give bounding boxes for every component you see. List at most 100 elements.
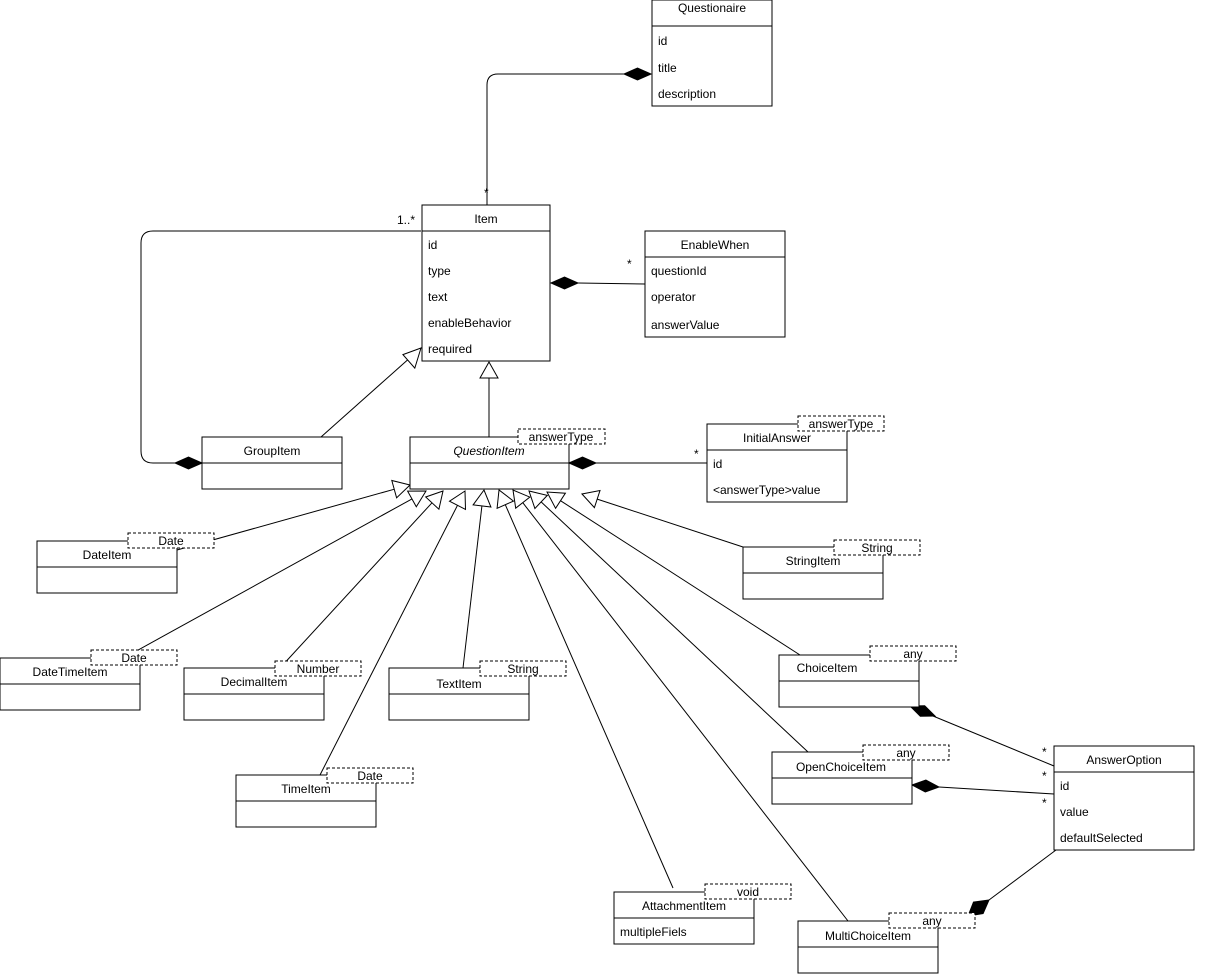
- attribute-id: id: [428, 238, 437, 252]
- choice-item-answer-option-composition: [932, 715, 1055, 767]
- class-name: EnableWhen: [681, 238, 750, 252]
- class-name: DateTimeItem: [33, 665, 108, 679]
- composition-diamond-choice-item: [908, 705, 937, 717]
- class-attachment-item[interactable]: AttachmentItem multipleFiels void: [613, 883, 792, 945]
- composition-diamond-open-choice-item: [910, 779, 941, 793]
- string-item-generalization: [597, 498, 744, 548]
- multi-choice-item-answer-option-composition: [988, 849, 1057, 901]
- class-enable-when[interactable]: EnableWhen questionId operator answerVal…: [644, 230, 786, 338]
- class-box: [706, 423, 848, 503]
- multi-choice-item-generalization: [522, 502, 849, 922]
- attribute-default-selected: defaultSelected: [1060, 831, 1143, 845]
- class-answer-option[interactable]: AnswerOption id value defaultSelected: [1053, 745, 1195, 851]
- class-name: GroupItem: [244, 444, 301, 458]
- template-parameter: String: [507, 662, 538, 676]
- multiplicity-initial-answer: *: [694, 447, 699, 461]
- group-item-children-composition: [140, 230, 421, 464]
- attribute-enable-behavior: enableBehavior: [428, 316, 511, 330]
- class-name: DecimalItem: [221, 675, 288, 689]
- item-questionaire-composition: [486, 73, 624, 205]
- class-question-item[interactable]: QuestionItem answerType: [409, 428, 606, 490]
- generalization-arrow-date-time-item: [406, 490, 427, 508]
- template-parameter-box: [869, 645, 957, 662]
- attribute-value: value: [1060, 805, 1089, 819]
- class-date-item[interactable]: DateItem Date: [36, 532, 215, 594]
- composition-diamond-initial-answer: [567, 456, 598, 470]
- class-name: MultiChoiceItem: [825, 929, 911, 943]
- attribute-question-id: questionId: [651, 264, 706, 278]
- template-parameter: any: [922, 914, 941, 928]
- multiplicity-answer-option-open-2: *: [1042, 796, 1047, 810]
- template-parameter: answerType: [809, 417, 874, 431]
- attribute-id: id: [1060, 779, 1069, 793]
- multiplicity-answer-option-choice: *: [1042, 745, 1047, 759]
- class-name: QuestionItem: [453, 444, 524, 458]
- template-parameter-box: [90, 649, 178, 666]
- class-name: DateItem: [83, 548, 132, 562]
- enable-when-composition: [577, 282, 646, 285]
- template-parameter-box: [704, 883, 792, 900]
- group-item-generalization: [320, 355, 413, 438]
- template-parameter: Date: [357, 769, 383, 783]
- template-parameter: answerType: [529, 430, 594, 444]
- attribute-multiple-fiels: multipleFiels: [620, 925, 687, 939]
- class-open-choice-item[interactable]: OpenChoiceItem any: [771, 744, 950, 805]
- attribute-id: id: [658, 34, 667, 48]
- decimal-item-generalization: [279, 502, 433, 669]
- class-name: TimeItem: [281, 782, 331, 796]
- template-parameter: any: [903, 647, 922, 661]
- attribute-text: text: [428, 290, 448, 304]
- attribute-title: title: [658, 61, 677, 75]
- class-name: ChoiceItem: [797, 661, 858, 675]
- template-parameter-box: [833, 539, 921, 556]
- generalization-arrow-choice-item: [546, 491, 567, 510]
- class-name: InitialAnswer: [743, 431, 811, 445]
- composition-diamond-multi-choice-item: [967, 899, 990, 917]
- generalization-arrow-attachment-item: [496, 489, 515, 510]
- class-name: AnswerOption: [1086, 753, 1161, 767]
- multiplicity-labels: * 1..* * * * * *: [397, 186, 1047, 810]
- class-multi-choice-item[interactable]: MultiChoiceItem any: [797, 912, 976, 974]
- attribute-required: required: [428, 342, 472, 356]
- class-questionaire[interactable]: Questionaire id title description: [651, 0, 773, 107]
- class-date-time-item[interactable]: DateTimeItem Date: [0, 649, 178, 711]
- text-item-generalization: [462, 505, 483, 669]
- class-name: OpenChoiceItem: [796, 760, 886, 774]
- attribute-description: description: [658, 87, 716, 101]
- class-choice-item[interactable]: ChoiceItem any: [778, 645, 957, 708]
- composition-diamond-group-item: [173, 456, 204, 470]
- class-time-item[interactable]: TimeItem Date: [235, 767, 414, 828]
- template-parameter-box: [127, 532, 215, 549]
- multiplicity-item-questionaire: *: [484, 186, 489, 200]
- template-parameter: Number: [297, 662, 340, 676]
- class-text-item[interactable]: TextItem String: [388, 660, 567, 721]
- class-initial-answer[interactable]: InitialAnswer id <answerType>value answe…: [706, 415, 885, 503]
- generalization-arrow-string-item: [581, 489, 601, 509]
- class-item[interactable]: Item id type text enableBehavior require…: [421, 204, 551, 362]
- generalization-arrow-question-item: [479, 360, 499, 379]
- class-group-item[interactable]: GroupItem: [201, 436, 343, 490]
- class-box: [644, 230, 786, 338]
- template-parameter-box: [326, 767, 414, 784]
- class-box: [651, 0, 773, 107]
- generalization-arrow-multi-choice-item: [512, 489, 531, 510]
- generalization-arrow-date-item: [391, 479, 412, 499]
- attribute-type: type: [428, 264, 451, 278]
- template-parameter-box: [274, 660, 362, 677]
- composition-diamond-enable-when: [549, 276, 580, 290]
- generalization-arrow-time-item: [448, 490, 467, 511]
- class-box: [421, 204, 551, 362]
- template-parameter-box: [797, 415, 885, 432]
- template-parameter-box: [888, 912, 976, 929]
- open-choice-item-answer-option-composition: [938, 786, 1055, 795]
- attachment-item-generalization: [504, 504, 674, 889]
- class-string-item[interactable]: StringItem String: [742, 539, 921, 600]
- open-choice-item-generalization: [540, 501, 809, 753]
- generalization-arrow-group-item: [402, 347, 422, 370]
- composition-diamond-questionaire: [622, 67, 653, 81]
- multiplicity-enable-when: *: [627, 257, 632, 271]
- class-name: StringItem: [786, 554, 841, 568]
- template-parameter: void: [737, 885, 759, 899]
- class-decimal-item[interactable]: DecimalItem Number: [183, 660, 362, 721]
